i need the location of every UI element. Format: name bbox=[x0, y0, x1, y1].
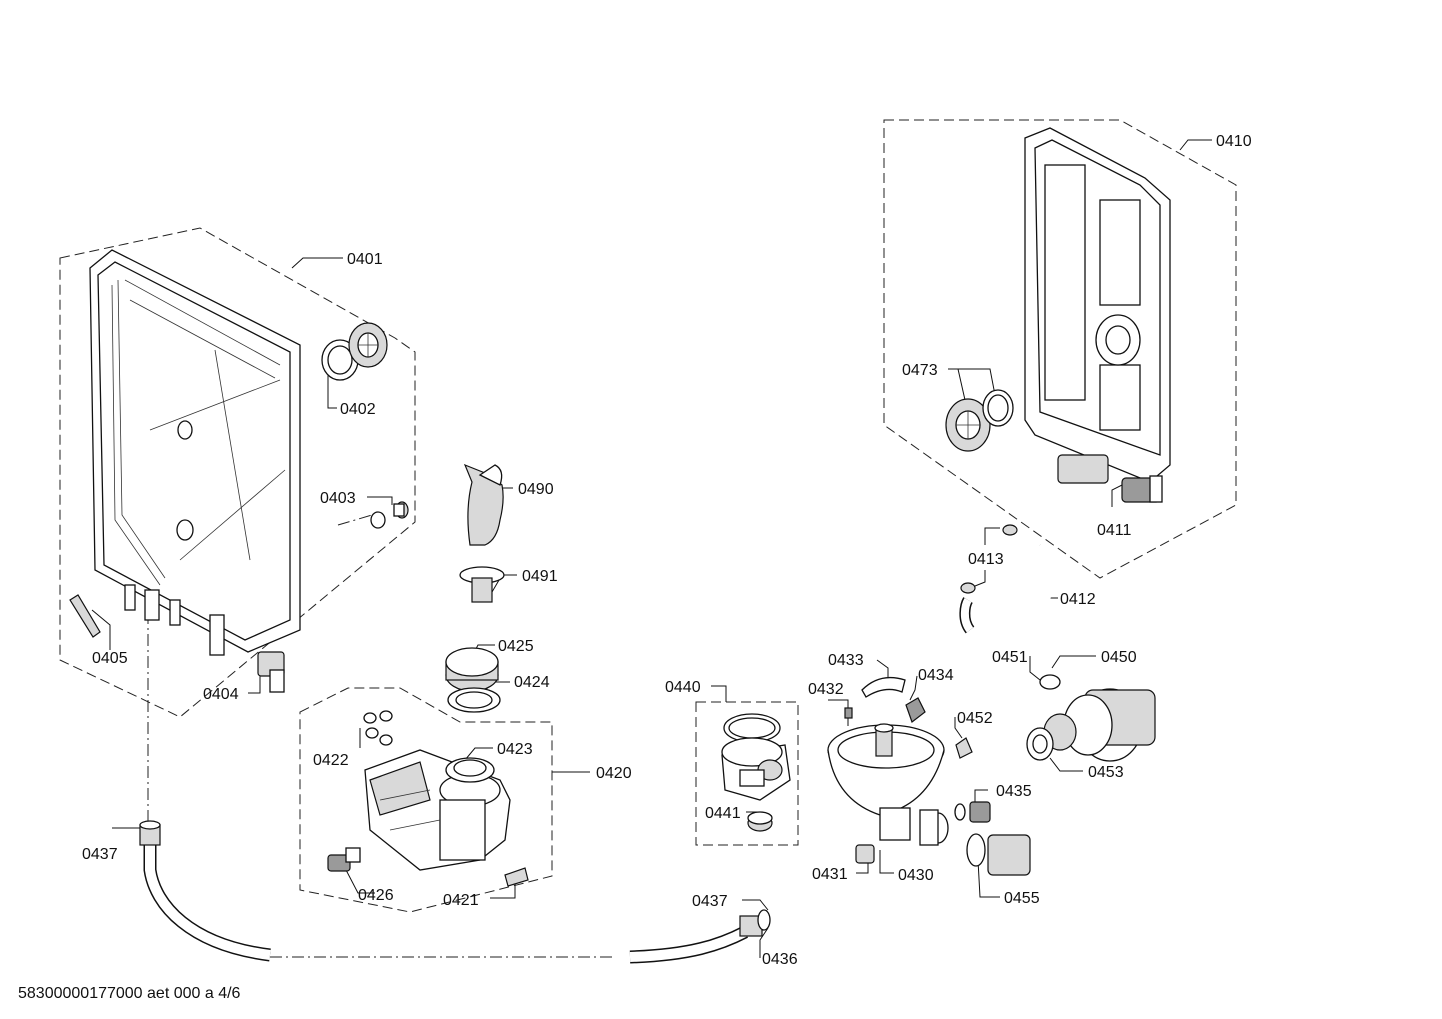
label-0434: 0434 bbox=[918, 667, 954, 684]
label-0435: 0435 bbox=[996, 783, 1032, 800]
clip-0421 bbox=[504, 867, 529, 887]
document-id-footer: 58300000177000 aet 000 a 4/6 bbox=[18, 985, 241, 1002]
label-0412: 0412 bbox=[1060, 591, 1096, 608]
label-0437-right: 0437 bbox=[692, 893, 728, 910]
label-0431: 0431 bbox=[812, 866, 848, 883]
label-0450: 0450 bbox=[1101, 649, 1137, 666]
label-0473: 0473 bbox=[902, 362, 938, 379]
label-0451: 0451 bbox=[992, 649, 1028, 666]
valve-0426 bbox=[327, 847, 361, 872]
filter-0473 bbox=[945, 389, 1014, 452]
label-0404: 0404 bbox=[203, 686, 239, 703]
side-panel-0401 bbox=[89, 249, 301, 656]
label-0420: 0420 bbox=[596, 765, 632, 782]
sump-0430 bbox=[827, 723, 949, 846]
label-0437-left: 0437 bbox=[82, 846, 118, 863]
label-0490: 0490 bbox=[518, 481, 554, 498]
assembly-outline-0401 bbox=[59, 227, 416, 718]
drain-hose-0437-left bbox=[139, 820, 271, 962]
label-0411: 0411 bbox=[1097, 522, 1132, 539]
label-0410: 0410 bbox=[1216, 133, 1252, 150]
hose-0412 bbox=[959, 542, 1054, 635]
label-0491: 0491 bbox=[522, 568, 558, 585]
seals-0422 bbox=[363, 710, 393, 746]
label-0413: 0413 bbox=[968, 551, 1004, 568]
label-0453: 0453 bbox=[1088, 764, 1124, 781]
seal-ring-0402 bbox=[321, 322, 388, 381]
screw-0432 bbox=[844, 707, 853, 726]
heater-assembly-0440 bbox=[721, 713, 791, 801]
label-0405: 0405 bbox=[92, 650, 128, 667]
sensor-0435 bbox=[954, 801, 991, 823]
label-0422: 0422 bbox=[313, 752, 349, 769]
label-0433: 0433 bbox=[828, 652, 864, 669]
drain-hose-0437-right bbox=[629, 909, 771, 964]
funnel-0490 bbox=[463, 463, 504, 546]
clamp-0413 bbox=[960, 524, 1018, 594]
label-0440: 0440 bbox=[665, 679, 701, 696]
clip-0452 bbox=[955, 737, 973, 759]
label-0425: 0425 bbox=[498, 638, 534, 655]
dispenser-0420 bbox=[364, 749, 511, 871]
label-0455: 0455 bbox=[1004, 890, 1040, 907]
label-0402: 0402 bbox=[340, 401, 376, 418]
label-0421: 0421 bbox=[443, 892, 479, 909]
clip-0434 bbox=[905, 697, 926, 723]
pump-0450 bbox=[1026, 688, 1156, 762]
valve-0404 bbox=[257, 651, 285, 693]
label-0430: 0430 bbox=[898, 867, 934, 884]
label-0432: 0432 bbox=[808, 681, 844, 698]
ring-0424 bbox=[447, 687, 501, 713]
part-labels: 0401 0402 0403 0404 0405 0410 0411 0412 … bbox=[82, 133, 1252, 968]
cap-0425 bbox=[445, 647, 499, 692]
nozzle-0403 bbox=[370, 501, 409, 529]
label-0452: 0452 bbox=[957, 710, 993, 727]
label-0436: 0436 bbox=[762, 951, 798, 968]
label-0424: 0424 bbox=[514, 674, 550, 691]
nut-0441 bbox=[747, 811, 773, 832]
sensor-0411 bbox=[1121, 475, 1163, 503]
label-0401: 0401 bbox=[347, 251, 383, 268]
label-0426: 0426 bbox=[358, 887, 394, 904]
fitting-0431 bbox=[855, 844, 875, 864]
clamp-0451 bbox=[1039, 674, 1061, 690]
flap-0405 bbox=[69, 594, 101, 638]
assembly-outline-0440 bbox=[695, 701, 799, 846]
motor-0455 bbox=[966, 833, 1031, 876]
cap-0491 bbox=[459, 566, 505, 603]
centre-lines bbox=[147, 514, 612, 958]
cover-0433 bbox=[861, 676, 906, 698]
label-0423: 0423 bbox=[497, 741, 533, 758]
panel-0410 bbox=[1024, 127, 1171, 484]
label-0441: 0441 bbox=[705, 805, 741, 822]
label-0403: 0403 bbox=[320, 490, 356, 507]
